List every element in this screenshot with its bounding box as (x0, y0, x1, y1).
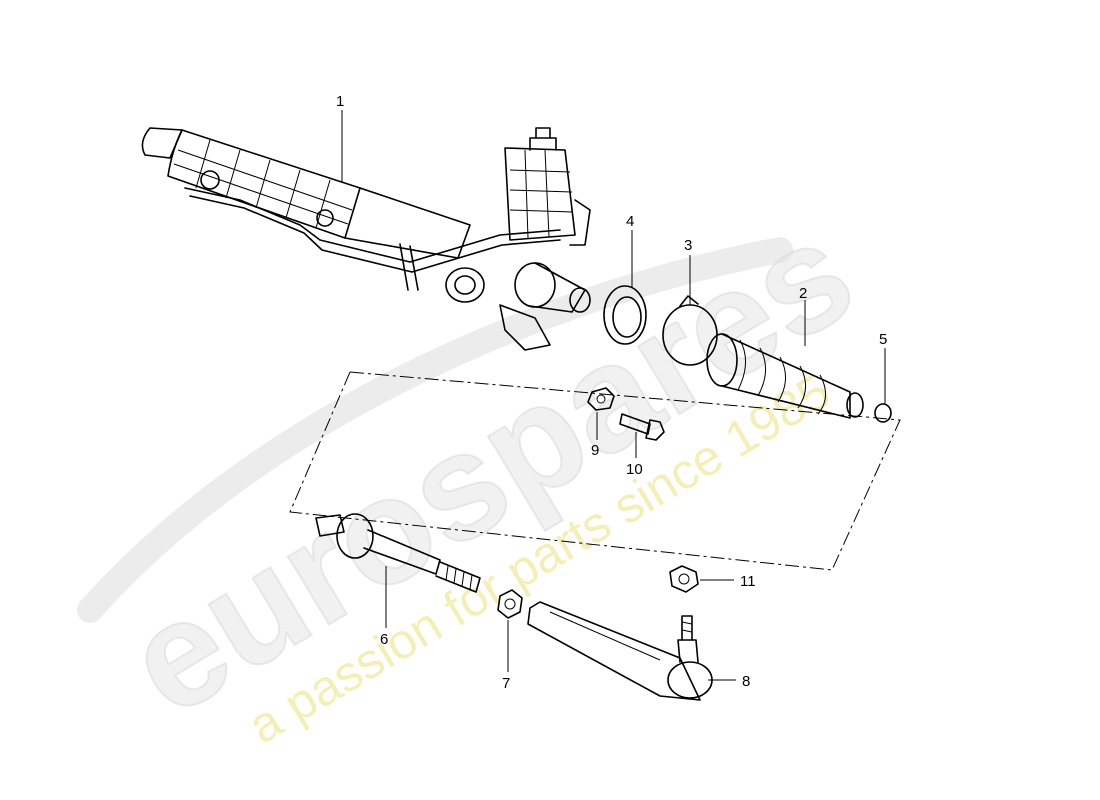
callout-4: 4 (626, 213, 634, 230)
callout-11: 11 (740, 573, 756, 590)
callout-10: 10 (626, 461, 643, 478)
callout-8: 8 (742, 673, 750, 690)
outer-tie-rod-end (527, 601, 713, 701)
callout-7: 7 (502, 675, 510, 692)
callout-1: 1 (336, 93, 344, 110)
tie-rod-nut (497, 589, 523, 619)
ring-seal (603, 285, 647, 345)
inner-tie-rod (315, 513, 481, 593)
bolt (619, 413, 665, 441)
callout-5: 5 (879, 331, 887, 348)
leader-lines (341, 110, 886, 681)
watermark-logo: eurospares (100, 187, 880, 748)
nut-small (587, 387, 615, 411)
steering-rack-housing (141, 127, 591, 351)
callout-9: 9 (591, 442, 599, 459)
callout-labels: 1 2 3 4 5 6 7 8 9 10 11 (336, 93, 887, 692)
watermark: eurospares a passion for parts since 198… (77, 186, 881, 754)
callout-6: 6 (380, 631, 388, 648)
assembly-boundary (289, 371, 901, 571)
bellows-boot (706, 333, 864, 419)
small-clamp (874, 403, 892, 423)
flange-nut (669, 565, 699, 593)
callout-3: 3 (684, 237, 692, 254)
callout-2: 2 (799, 285, 807, 302)
